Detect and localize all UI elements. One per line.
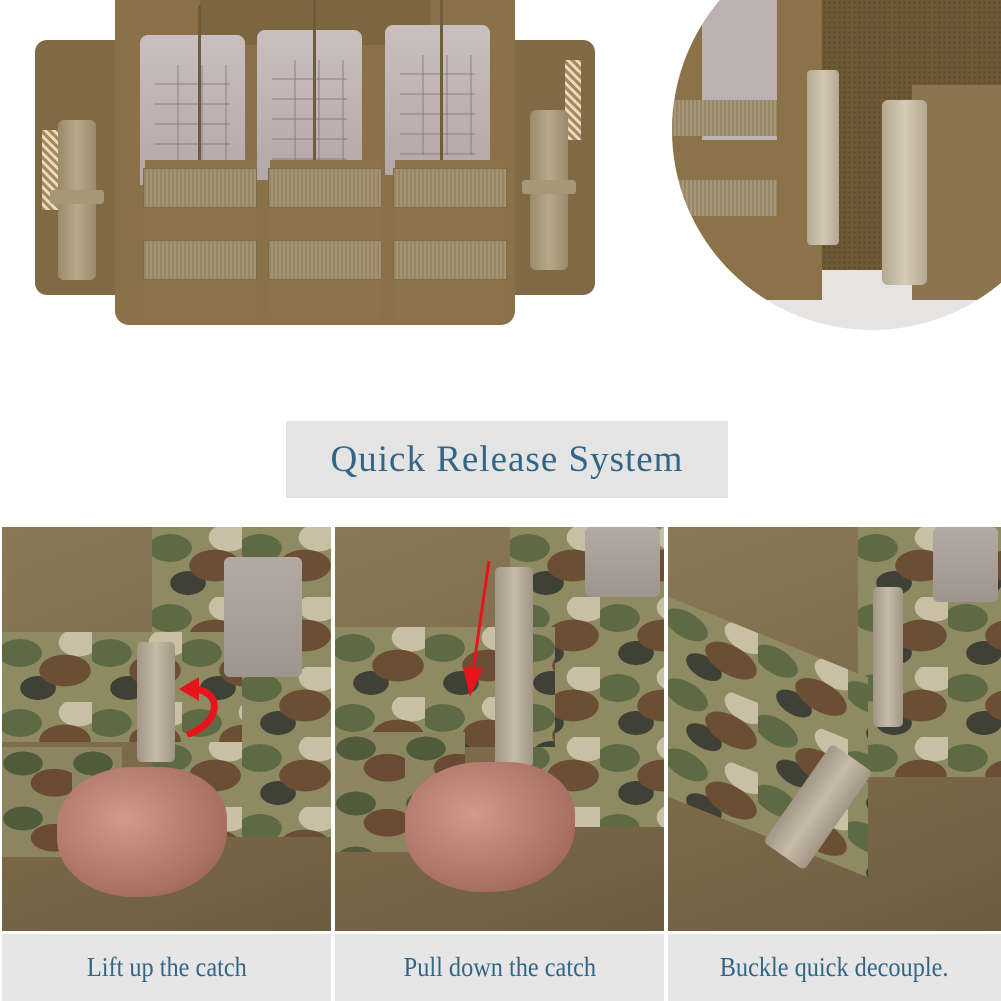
quick-release-buckle xyxy=(137,642,175,762)
bungee-cord xyxy=(313,0,316,170)
molle-strap xyxy=(672,100,777,136)
quick-release-buckle xyxy=(522,110,576,270)
step-photo xyxy=(2,527,331,931)
arrow-down-icon xyxy=(463,560,491,697)
quick-release-buckle xyxy=(495,567,533,767)
mag-pouch xyxy=(393,160,507,320)
step-panel-3: Buckle quick decouple. xyxy=(668,527,1001,1001)
mag-pouch xyxy=(268,160,382,320)
bungee-cord xyxy=(440,0,443,170)
step-panel-1: Lift up the catch xyxy=(2,527,331,1001)
buckle-detail-photo xyxy=(672,0,1001,330)
molle-strap xyxy=(672,180,777,216)
buckle-male xyxy=(882,100,927,285)
magazine xyxy=(933,527,998,602)
hand xyxy=(57,767,227,897)
step-label: Buckle quick decouple. xyxy=(668,934,1001,1001)
magazine xyxy=(224,557,302,677)
step-photo xyxy=(668,527,1001,931)
section-title-banner: Quick Release System xyxy=(286,421,728,498)
magazine xyxy=(585,527,660,597)
step-label-text: Buckle quick decouple. xyxy=(720,952,949,982)
section-title: Quick Release System xyxy=(330,439,684,480)
vest-front-photo xyxy=(30,0,595,330)
magazine xyxy=(257,30,362,180)
step-panel-2: Pull down the catch xyxy=(335,527,664,1001)
curved-arrow-icon xyxy=(179,677,218,737)
hand xyxy=(405,762,575,892)
step-photo xyxy=(335,527,664,931)
mag-pouch xyxy=(143,160,257,320)
step-label: Pull down the catch xyxy=(335,934,664,1001)
magazine xyxy=(385,25,490,175)
step-label-text: Lift up the catch xyxy=(86,952,247,982)
buckle-female xyxy=(807,70,839,245)
step-label: Lift up the catch xyxy=(2,934,331,1001)
step-label-text: Pull down the catch xyxy=(403,952,596,982)
mesh-panel xyxy=(565,60,581,140)
buckle-female xyxy=(873,587,903,727)
bungee-cord xyxy=(198,5,201,175)
quick-release-buckle xyxy=(50,120,104,280)
